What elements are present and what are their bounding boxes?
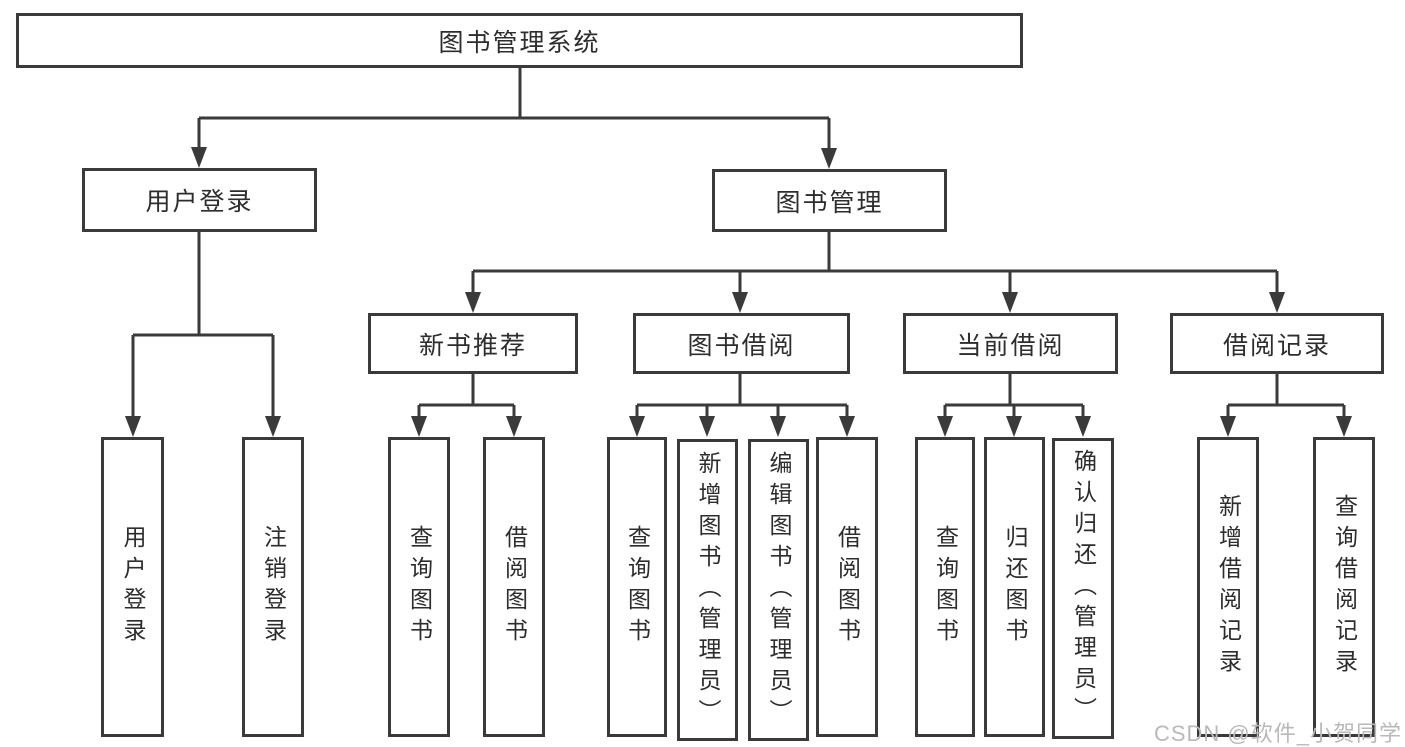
node-book-management-branch: 图书管理 — [712, 169, 947, 232]
leaf-label: 新增图书（管理员） — [695, 450, 721, 730]
node-user-login-branch: 用户登录 — [82, 168, 317, 232]
leaf-label: 注销登录 — [260, 525, 287, 649]
node-root-system: 图书管理系统 — [16, 13, 1023, 68]
node-label: 图书借阅 — [687, 331, 796, 360]
node-label: 图书管理 — [775, 188, 884, 217]
node-book-borrowing: 图书借阅 — [633, 313, 850, 374]
node-label: 当前借阅 — [956, 331, 1065, 360]
node-label: 用户登录 — [145, 188, 254, 216]
leaf-borrow-books: 借阅图书 — [816, 437, 878, 737]
node-current-borrowing: 当前借阅 — [903, 313, 1118, 374]
leaf-label: 编辑图书（管理员） — [766, 450, 792, 730]
node-label: 借阅记录 — [1222, 331, 1331, 360]
leaf-label: 借阅图书 — [834, 525, 861, 649]
leaf-return-books: 归还图书 — [984, 437, 1045, 737]
leaf-logout: 注销登录 — [242, 437, 304, 737]
node-borrowing-records: 借阅记录 — [1170, 313, 1384, 374]
leaf-label: 借阅图书 — [501, 525, 528, 649]
leaf-edit-books-admin: 编辑图书（管理员） — [748, 439, 809, 741]
leaf-label: 查询图书 — [406, 525, 433, 649]
leaf-query-books: 查询图书 — [607, 437, 667, 737]
leaf-confirm-return-admin: 确认归还（管理员） — [1052, 438, 1114, 739]
leaf-label: 查询图书 — [624, 525, 651, 649]
leaf-label: 查询图书 — [932, 525, 959, 649]
csdn-watermark: CSDN @软件_小贺同学 — [1153, 721, 1402, 746]
leaf-add-books-admin: 新增图书（管理员） — [677, 439, 738, 741]
leaf-query-books: 查询图书 — [915, 437, 975, 737]
leaf-label: 查询借阅记录 — [1331, 494, 1358, 680]
node-label: 新书推荐 — [418, 331, 527, 360]
leaf-user-login: 用户登录 — [101, 437, 164, 737]
leaf-label: 归还图书 — [1002, 525, 1028, 649]
node-new-book-recommend: 新书推荐 — [368, 313, 578, 374]
leaf-label: 新增借阅记录 — [1215, 494, 1242, 680]
node-root-label: 图书管理系统 — [438, 28, 601, 57]
leaf-query-books: 查询图书 — [388, 437, 450, 737]
leaf-add-borrow-record: 新增借阅记录 — [1197, 437, 1259, 737]
leaf-query-borrow-record: 查询借阅记录 — [1313, 437, 1375, 737]
leaf-borrow-books: 借阅图书 — [483, 437, 545, 737]
leaf-label: 确认归还（管理员） — [1070, 449, 1097, 728]
leaf-label: 用户登录 — [120, 525, 146, 649]
